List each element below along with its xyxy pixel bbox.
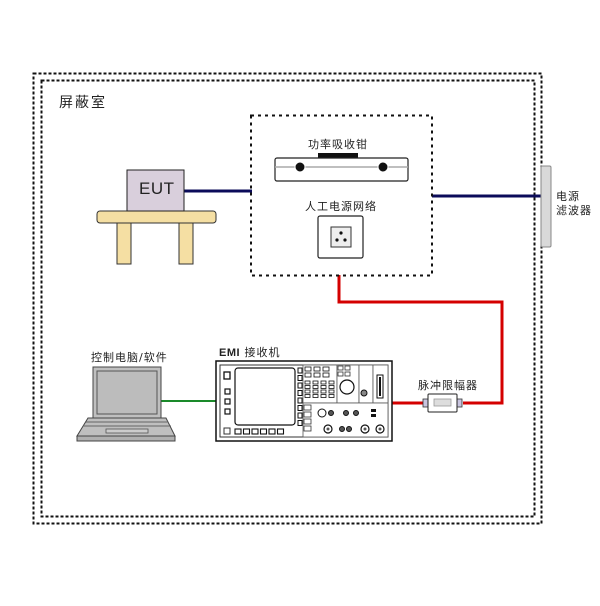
receiver-key: [268, 428, 276, 435]
receiver-key: [297, 412, 303, 419]
receiver-key: [328, 380, 335, 385]
shielded-room-inner-border: [40, 79, 536, 518]
power-absorbing-clamp: [274, 153, 409, 182]
receiver-key: [320, 385, 327, 389]
test-fixture-area: [250, 114, 433, 277]
receiver-key: [297, 367, 303, 374]
power-filter-label-line1: 电源: [556, 190, 580, 203]
pulse-limiter-device: [422, 393, 463, 413]
eut-table: [96, 210, 217, 265]
receiver-key: [304, 385, 311, 389]
lisn-label: 人工电源网络: [305, 200, 377, 213]
shielded-room-label: 屏蔽室: [59, 95, 107, 111]
shielded-room-outer-border: [32, 72, 543, 525]
receiver-key: [304, 366, 312, 372]
power-clamp-label: 功率吸收钳: [308, 138, 368, 151]
receiver-key: [304, 389, 311, 394]
emi-receiver-label: EMI 接收机: [219, 344, 281, 360]
power-filter-label-line2: 滤波器: [556, 204, 592, 217]
receiver-key: [297, 397, 303, 404]
signal-cable: [337, 275, 504, 405]
receiver-key: [297, 405, 303, 411]
receiver-key: [312, 394, 319, 398]
receiver-key: [320, 394, 327, 398]
pc-label: 控制电脑/软件: [91, 351, 168, 364]
receiver-key: [297, 375, 303, 381]
receiver-key: [304, 372, 312, 378]
receiver-key: [297, 382, 303, 389]
pulse-limiter-label: 脉冲限幅器: [418, 379, 478, 392]
receiver-key: [328, 385, 335, 389]
lisn-socket: [317, 215, 364, 259]
receiver-key: [276, 428, 285, 435]
receiver-key: [320, 389, 327, 394]
receiver-key: [322, 372, 330, 378]
eut-label: EUT: [139, 179, 175, 198]
receiver-key: [259, 428, 268, 435]
receiver-key: [320, 380, 327, 385]
receiver-key: [304, 394, 311, 398]
power-filter-box: [540, 165, 552, 248]
receiver-key: [313, 366, 321, 372]
receiver-key: [312, 380, 319, 385]
receiver-key: [242, 428, 251, 435]
laptop-icon: [76, 366, 176, 442]
receiver-key: [251, 428, 259, 435]
receiver-key: [297, 420, 303, 426]
receiver-key: [234, 428, 242, 435]
receiver-key: [322, 366, 330, 372]
receiver-key: [312, 389, 319, 394]
emi-receiver-label-prefix: EMI: [219, 347, 241, 359]
receiver-key: [312, 385, 319, 389]
eut-box: [126, 169, 185, 212]
receiver-key: [304, 380, 311, 385]
receiver-key: [297, 390, 303, 396]
receiver-key: [328, 389, 335, 394]
emi-receiver-label-suffix: 接收机: [240, 346, 281, 359]
emi-receiver-device: [215, 360, 393, 442]
receiver-key: [328, 394, 335, 398]
power-filter-label: 电源 滤波器: [556, 190, 596, 218]
receiver-key: [313, 372, 321, 378]
